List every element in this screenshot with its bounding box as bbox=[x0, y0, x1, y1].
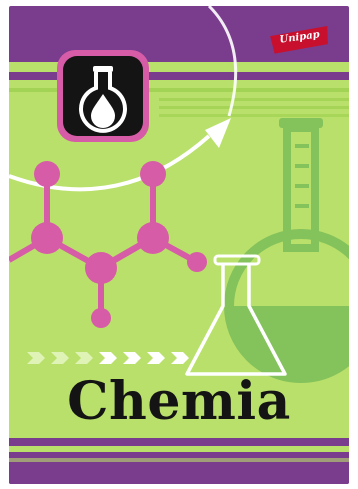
arrow-row-icon bbox=[27, 352, 189, 364]
brand-logo: Unipap bbox=[268, 24, 333, 56]
notebook-cover: Unipap Chemia bbox=[9, 6, 349, 484]
round-flask-icon bbox=[79, 66, 127, 133]
cover-artwork bbox=[9, 6, 349, 484]
molecule-icon bbox=[9, 161, 207, 328]
flask-badge bbox=[57, 50, 149, 142]
erlenmeyer-flask-icon bbox=[185, 254, 287, 376]
background-flask-icon bbox=[224, 118, 349, 383]
cover-title: Chemia bbox=[67, 371, 291, 432]
curved-arrow-icon bbox=[9, 118, 231, 192]
